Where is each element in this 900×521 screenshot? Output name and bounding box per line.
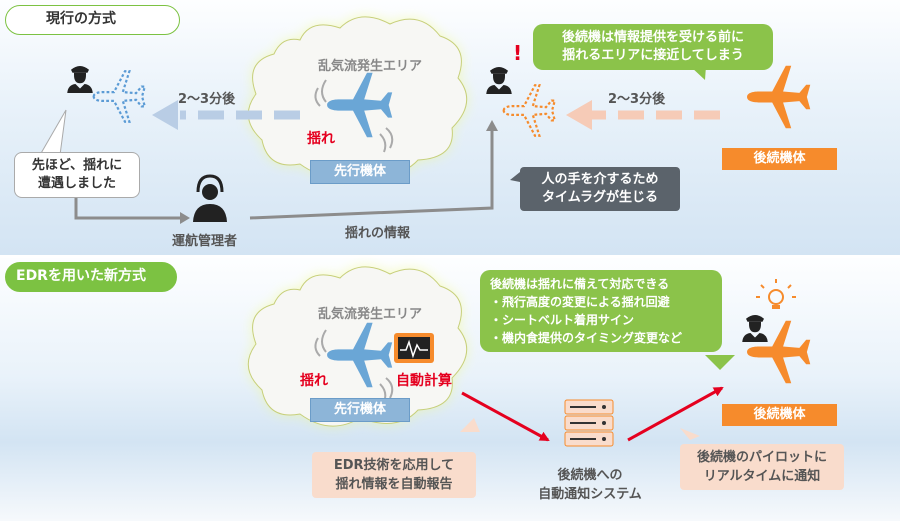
following-plane-tag-current: 後続機体 (722, 148, 837, 170)
section-current-header: 現行の方式 (5, 5, 180, 35)
dispatcher-label: 運航管理者 (172, 234, 238, 249)
system-label: 後続機への 自動通知システム (520, 466, 660, 504)
pilot-report-line-1: 先ほど、揺れに (31, 158, 123, 173)
monitor-icon (394, 333, 434, 363)
pilot-report-line-2: 遭遇しました (37, 176, 116, 191)
arrow-to-system (461, 391, 550, 442)
pilot-icon-following (486, 67, 512, 94)
section-new-title: EDRを用いた新方式 (16, 268, 146, 284)
benefits-line-3: ・シートベルト着用サイン (490, 313, 635, 327)
following-plane-tag-new: 後続機体 (722, 404, 837, 426)
section-current-title: 現行の方式 (46, 11, 116, 27)
notify-note: 後続機のパイロットに リアルタイムに通知 (680, 444, 844, 490)
time-lag-line-1: 人の手を介するため (541, 172, 659, 187)
airplane-icon-past (92, 70, 146, 123)
cloud-label-new: 乱気流発生エリア (318, 307, 423, 322)
benefits-line-2: ・飛行高度の変更による揺れ回避 (490, 295, 670, 309)
info-label: 揺れの情報 (345, 226, 411, 241)
lead-plane-tag-current: 先行機体 (310, 160, 410, 184)
notify-note-line-2: リアルタイムに通知 (703, 469, 821, 484)
system-label-line-2: 自動通知システム (538, 487, 642, 502)
turbulence-label-current: 揺れ (307, 131, 335, 147)
dashed-arrow-left (152, 100, 300, 130)
benefits-callout: 後続機は揺れに備えて対応できる ・飛行高度の変更による揺れ回避 ・シートベルト着… (480, 270, 722, 352)
edr-note-line-2: 揺れ情報を自動報告 (335, 477, 453, 492)
lead-plane-tag-new: 先行機体 (310, 398, 410, 422)
cloud-label-current: 乱気流発生エリア (318, 59, 423, 74)
notify-note-line-1: 後続機のパイロットに (696, 450, 827, 465)
dashed-arrow-right (566, 100, 720, 130)
auto-calc-label: 自動計算 (396, 373, 452, 389)
arrow-to-following (627, 386, 724, 442)
edr-note: EDR技術を応用して 揺れ情報を自動報告 (312, 452, 476, 498)
headset-operator-icon (193, 174, 227, 222)
pilot-report-callout: 先ほど、揺れに 遭遇しました (14, 152, 140, 198)
benefits-line-1: 後続機は揺れに備えて対応できる (490, 277, 670, 291)
exclamation-icon: ! (513, 41, 522, 65)
time-lag-note: 人の手を介するため タイムラグが生じる (520, 167, 680, 211)
interval-label-right: 2～3分後 (608, 92, 666, 107)
turbulence-label-new: 揺れ (300, 373, 328, 389)
airplane-icon-following (747, 65, 811, 129)
warning-line-1: 後続機は情報提供を受ける前に (561, 30, 744, 45)
lightbulb-icon (756, 279, 796, 309)
interval-label-left: 2～3分後 (178, 92, 236, 107)
benefits-line-4: ・機内食提供のタイミング変更など (490, 331, 683, 345)
warning-callout: 後続機は情報提供を受ける前に 揺れるエリアに接近してしまう (533, 24, 773, 70)
pilot-icon-lead (67, 66, 93, 93)
section-new-header: EDRを用いた新方式 (5, 262, 177, 292)
server-icon (564, 399, 614, 447)
time-lag-line-2: タイムラグが生じる (541, 190, 659, 205)
edr-note-line-1: EDR技術を応用して (333, 458, 455, 473)
system-label-line-1: 後続機への (557, 468, 623, 483)
pilot-icon-new (742, 315, 768, 342)
warning-line-2: 揺れるエリアに接近してしまう (562, 48, 744, 63)
